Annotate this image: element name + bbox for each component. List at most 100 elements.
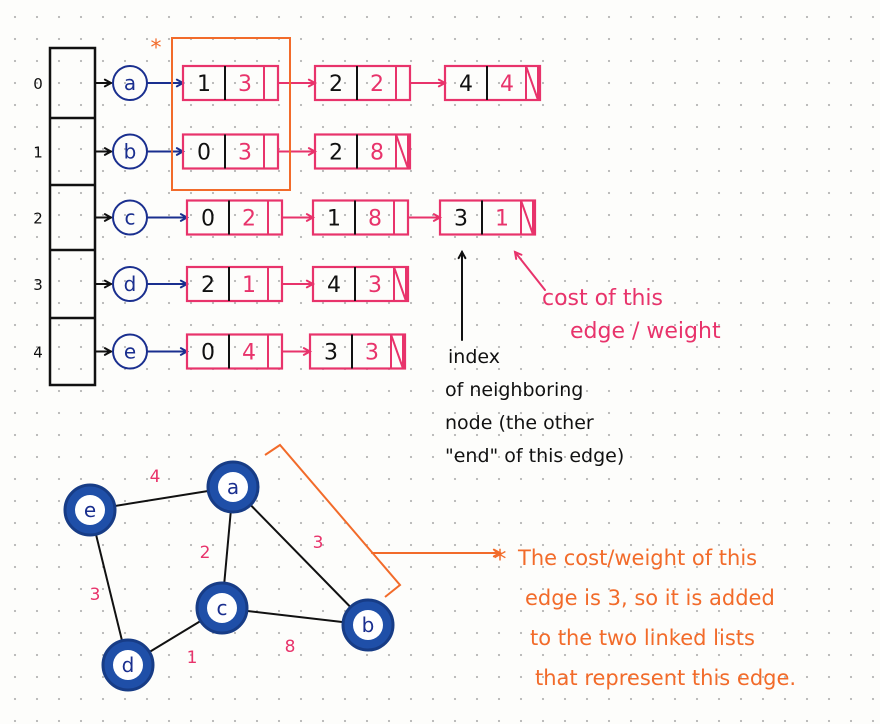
index-annotation: index	[448, 346, 500, 368]
arrow-head	[103, 279, 114, 289]
graph-vertex-label: d	[122, 653, 135, 677]
arrow-head	[103, 78, 114, 88]
neighbor-index: 0	[201, 341, 215, 366]
neighbor-index: 1	[327, 207, 341, 232]
graph-edge-weight: 8	[285, 637, 296, 657]
edge-weight: 8	[368, 207, 382, 232]
graph-vertex-label: a	[227, 475, 239, 499]
list-link-arrow	[277, 78, 318, 88]
graph-vertex-label: b	[362, 613, 375, 637]
note-asterisk: *	[494, 545, 507, 575]
neighbor-index: 2	[201, 273, 215, 298]
list-node-box	[313, 133, 412, 170]
list-node	[313, 133, 412, 170]
graph-edge-weight: 3	[313, 533, 324, 553]
array-index-label: 2	[33, 210, 43, 228]
edge-weight: 3	[365, 341, 379, 366]
list-link-arrow	[281, 347, 313, 356]
list-node-box	[311, 265, 410, 303]
graph-edge-weight: 3	[90, 585, 101, 605]
list-node	[311, 265, 410, 303]
list-link-arrow	[146, 78, 186, 88]
vertex-label: b	[124, 140, 137, 164]
null-pointer-icon	[520, 200, 534, 235]
neighbor-index: 0	[201, 207, 215, 232]
array-index-label: 3	[33, 276, 43, 294]
list-link-arrow	[281, 279, 316, 289]
graph-vertex-label: e	[84, 498, 96, 522]
neighbor-index: 2	[329, 72, 343, 97]
graph-vertex-center	[75, 495, 105, 525]
array-pointer-arrow	[94, 147, 114, 156]
cost-annotation: cost of this	[542, 286, 663, 311]
graph-edge-weight: 1	[187, 648, 198, 668]
graph-edge	[89, 509, 129, 666]
index-pointer-arrow	[457, 249, 467, 341]
array-column	[48, 46, 97, 387]
list-link-arrow	[146, 213, 190, 222]
list-link-arrow	[277, 147, 318, 156]
arrow-shaft	[514, 251, 546, 291]
null-pointer-icon	[393, 266, 407, 302]
graph-edge-weight: 2	[200, 543, 211, 563]
arrow-head	[103, 213, 114, 222]
graph-edge-weight: 4	[150, 467, 161, 487]
asterisk-marker: *	[151, 36, 162, 61]
list-node	[308, 333, 407, 370]
note-text: to the two linked lists	[530, 626, 755, 650]
note-text: edge is 3, so it is added	[525, 586, 775, 610]
arrow-head	[103, 147, 114, 156]
vertex-label: e	[124, 340, 136, 364]
list-link-arrow	[146, 147, 186, 156]
array-pointer-arrow	[94, 279, 114, 289]
arrow-head	[457, 249, 467, 260]
edge-weight: 2	[370, 72, 384, 97]
array-index-label: 4	[33, 344, 43, 362]
list-node-box	[443, 64, 542, 102]
array-index-label: 1	[33, 144, 43, 162]
list-node	[438, 199, 537, 236]
array-index-label: 0	[33, 75, 43, 93]
null-pointer-icon	[525, 65, 539, 101]
list-link-arrow	[146, 347, 190, 356]
graph-vertex-center	[207, 593, 237, 623]
vertex-label: a	[124, 71, 136, 95]
array-pointer-arrow	[94, 78, 114, 88]
edge-weight: 8	[370, 141, 384, 166]
edge-weight: 4	[242, 341, 256, 366]
index-annotation: of neighboring	[445, 379, 583, 401]
cost-pointer-arrow	[513, 250, 546, 291]
list-node-box	[438, 199, 537, 236]
list-link-arrow	[409, 78, 448, 88]
vertex-label: c	[125, 206, 136, 230]
list-link-arrow	[407, 213, 443, 222]
note-arrow	[371, 548, 503, 558]
vertex-label: d	[124, 272, 137, 296]
graph-vertex-center	[218, 472, 248, 502]
edge-weight: 4	[500, 72, 514, 97]
arrow-head	[513, 250, 523, 260]
cost-annotation: edge / weight	[570, 319, 721, 344]
edge-weight: 1	[242, 273, 256, 298]
edge-bracket	[264, 443, 402, 598]
edge-weight: 3	[238, 72, 252, 97]
highlight-box	[171, 37, 291, 191]
arrow-head	[492, 548, 503, 558]
graph-vertex-center	[353, 610, 383, 640]
array-pointer-arrow	[94, 347, 114, 356]
graph-vertex-center	[113, 650, 143, 680]
neighbor-index: 0	[197, 141, 211, 166]
arrow-head	[103, 347, 114, 356]
graph-edge	[232, 486, 369, 626]
index-annotation: "end" of this edge)	[445, 445, 624, 467]
edge-weight: 3	[368, 273, 382, 298]
neighbor-index: 1	[197, 72, 211, 97]
null-pointer-icon	[390, 334, 404, 369]
list-link-arrow	[281, 213, 316, 222]
edge-weight: 1	[495, 207, 509, 232]
index-annotation: node (the other	[445, 412, 594, 434]
list-node	[443, 64, 542, 102]
array-pointer-arrow	[94, 213, 114, 222]
